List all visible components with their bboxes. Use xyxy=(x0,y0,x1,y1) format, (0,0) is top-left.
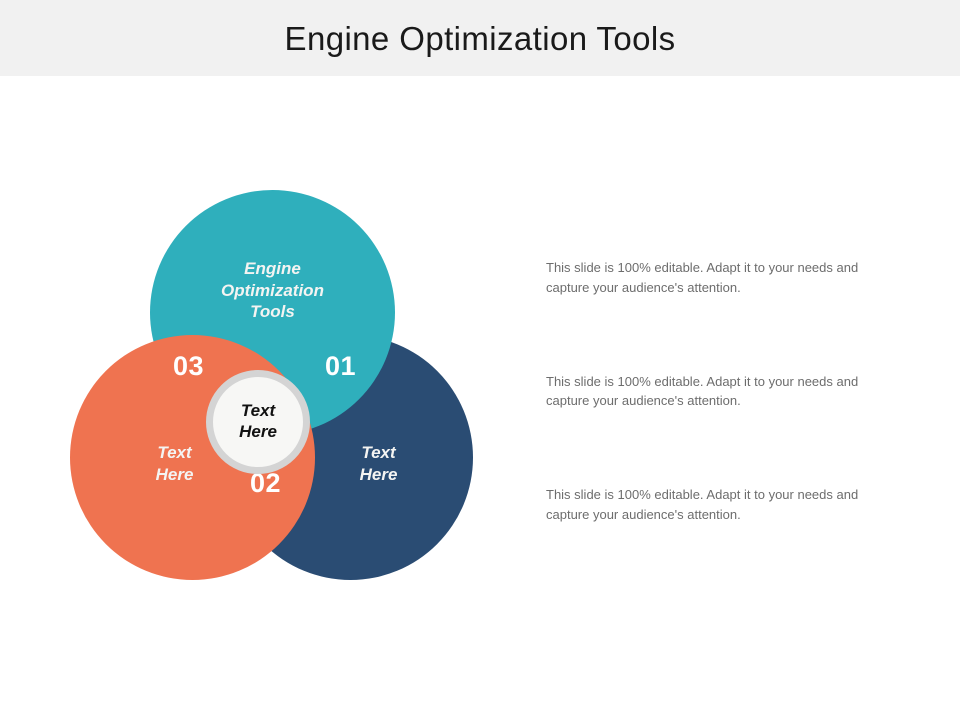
page-title: Engine Optimization Tools xyxy=(284,19,676,57)
description-text-2: This slide is 100% editable. Adapt it to… xyxy=(546,373,859,409)
description-column: This slide is 100% editable. Adapt it to… xyxy=(546,258,886,525)
venn-circle-left-label: Text Here xyxy=(155,443,194,484)
venn-center-hub[interactable]: Text Here xyxy=(206,370,310,474)
step-number-02: 02 xyxy=(250,468,282,498)
venn-circle-right-label: Text Here xyxy=(359,443,398,484)
step-number-01: 01 xyxy=(325,351,357,381)
description-text-1: This slide is 100% editable. Adapt it to… xyxy=(546,260,859,295)
venn-center-hub-label: Text Here xyxy=(239,401,277,441)
venn-circle-top-label: Engine Optimization Tools xyxy=(221,259,324,322)
venn-circle-top[interactable]: Engine Optimization Tools xyxy=(150,190,395,435)
slide-header-band: Engine Optimization Tools xyxy=(0,0,960,76)
step-number-03: 03 xyxy=(173,351,205,381)
description-text-3: This slide is 100% editable. Adapt it to… xyxy=(546,487,859,522)
venn-diagram: Text Here Engine Optimization Tools Text… xyxy=(60,180,490,590)
